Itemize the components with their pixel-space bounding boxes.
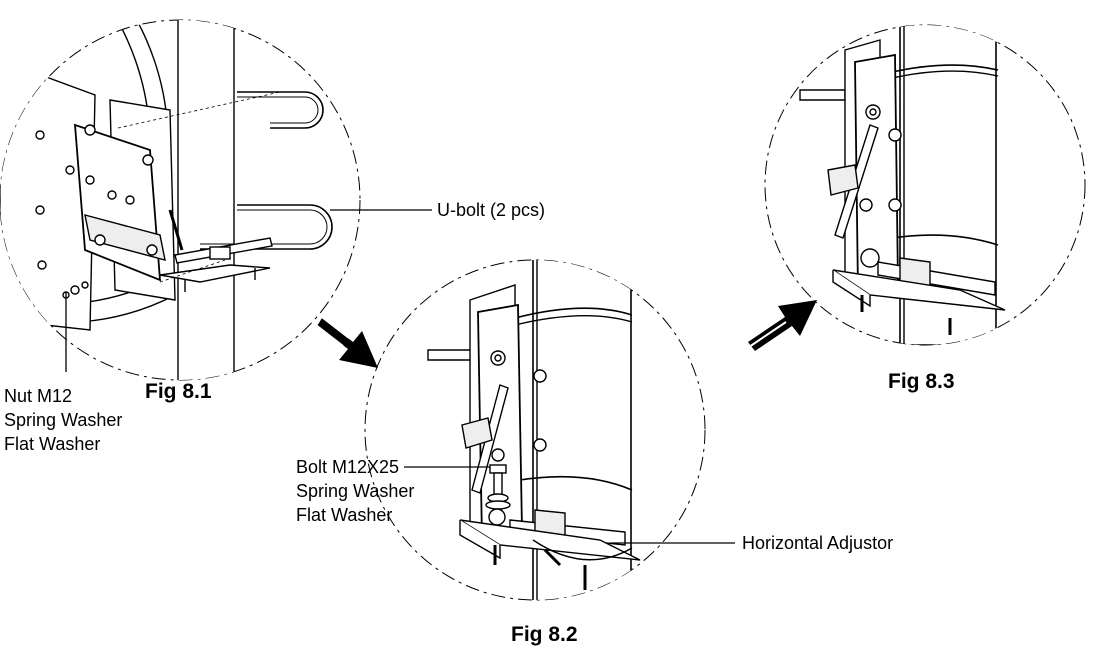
bolt-flat-washer-label: Flat Washer (296, 505, 393, 525)
nut-callout: Nut M12 Spring Washer Flat Washer (4, 384, 122, 456)
fig-8-1-illustration (0, 19, 432, 381)
horizontal-adjustor-label: Horizontal Adjustor (742, 533, 894, 553)
fig-8-2-illustration (364, 259, 735, 601)
step-arrow-1 (311, 313, 378, 368)
u-bolt-label: U-bolt (2 pcs) (437, 200, 546, 220)
fig-8-2-caption: Fig 8.2 (511, 623, 578, 646)
fig-8-1-caption: Fig 8.1 (145, 380, 212, 403)
nut-label: Nut M12 (4, 386, 73, 406)
bolt-label: Bolt M12X25 (296, 457, 400, 477)
bolt-callout: Bolt M12X25 Spring Washer Flat Washer (296, 455, 414, 527)
step-arrow-2 (741, 300, 817, 351)
nut-spring-washer-label: Spring Washer (4, 410, 123, 430)
nut-flat-washer-label: Flat Washer (4, 434, 101, 454)
fig-8-3-caption: Fig 8.3 (888, 370, 955, 393)
bolt-spring-washer-label: Spring Washer (296, 481, 415, 501)
fig-8-3-illustration (764, 24, 1086, 346)
